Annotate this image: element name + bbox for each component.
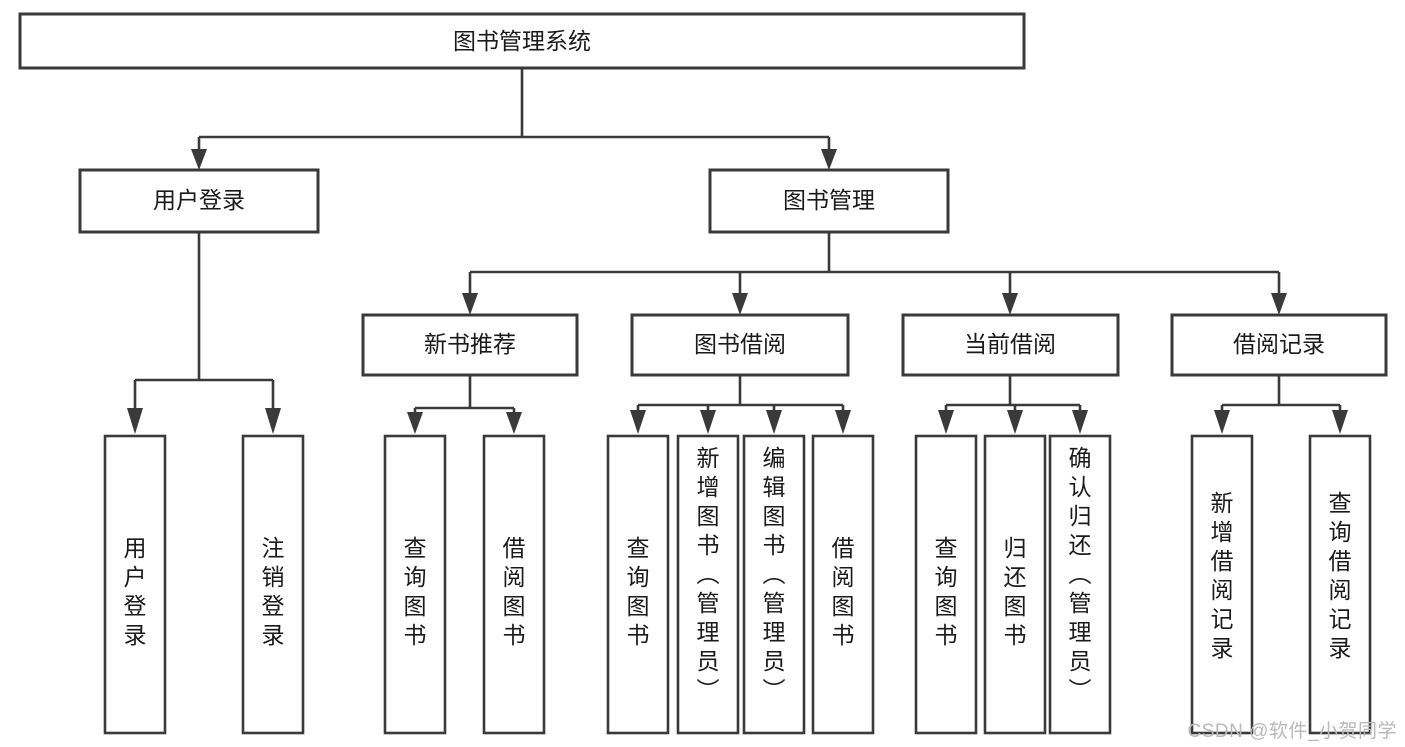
borrow-record-label: 借阅记录 [1233, 331, 1325, 357]
arrow-to-book-borrow [732, 293, 748, 315]
leaf-box-borrow-book[interactable] [811, 434, 875, 735]
arrow-to-leaf-query-book-2 [630, 410, 646, 434]
new-book-recommend-box[interactable] [361, 313, 579, 377]
leaf-box-confirm-return[interactable] [1048, 434, 1112, 735]
leaf-node-user-login[interactable]: 用户登录 [103, 434, 167, 735]
arrow-to-leaf-confirm-return [1072, 410, 1088, 434]
current-borrow-box[interactable] [901, 313, 1120, 377]
current-borrow-label: 当前借阅 [964, 331, 1056, 357]
leaf-node-edit-book[interactable]: 编辑图书︵管理员︶ [742, 434, 806, 735]
user-login-label: 用户登录 [153, 187, 245, 213]
new-book-recommend-label: 新书推荐 [424, 331, 516, 357]
leaf-box-query-borrow-record[interactable] [1308, 434, 1372, 735]
node-current-borrow[interactable]: 当前借阅 [901, 313, 1120, 377]
arrow-to-leaf-add-record [1214, 410, 1230, 434]
root-box[interactable] [18, 12, 1026, 70]
book-management-label: 图书管理 [783, 187, 875, 213]
arrow-to-book-management [821, 149, 837, 170]
arrow-to-user-login [191, 149, 207, 170]
leaf-box-add-borrow-record[interactable] [1190, 434, 1254, 735]
leaf-node-query-book-current[interactable]: 查询图书 [914, 434, 978, 735]
leaf-box-query-book-recommend[interactable] [383, 434, 447, 735]
node-root-system[interactable]: 图书管理系统 [18, 12, 1026, 70]
leaf-node-logout[interactable]: 注销登录 [241, 434, 305, 735]
leaf-box-return-book[interactable] [983, 434, 1047, 735]
root-label: 图书管理系统 [453, 28, 591, 54]
leaf-node-query-book-recommend[interactable]: 查询图书 [383, 434, 447, 735]
arrow-to-leaf-edit-book [766, 410, 782, 434]
leaf-node-add-book[interactable]: 新增图书︵管理员︶ [676, 434, 740, 735]
leaf-label-borrow-book: 借阅图书 [832, 535, 855, 648]
arrow-to-new-book-recommend [462, 293, 478, 315]
borrow-record-box[interactable] [1170, 313, 1388, 377]
arrow-to-leaf-query-book-1 [407, 412, 423, 434]
leaf-node-add-borrow-record[interactable]: 新增借阅记录 [1190, 434, 1254, 735]
leaf-box-borrow-book-recommend[interactable] [482, 434, 546, 735]
leaf-label-edit-book: 编辑图书︵管理员︶ [763, 445, 786, 703]
arrow-to-leaf-query-record [1332, 410, 1348, 434]
leaf-box-logout[interactable] [241, 434, 305, 735]
arrow-to-leaf-return-book [1007, 410, 1023, 434]
arrow-to-leaf-query-book-3 [938, 410, 954, 434]
leaf-label-logout: 注销登录 [262, 535, 285, 648]
leaf-label-add-borrow-record: 新增借阅记录 [1211, 490, 1234, 661]
leaf-node-query-book-borrow[interactable]: 查询图书 [606, 434, 670, 735]
node-user-login[interactable]: 用户登录 [78, 168, 320, 234]
book-borrow-label: 图书借阅 [694, 331, 786, 357]
leaf-box-add-book[interactable] [676, 434, 740, 735]
leaf-label-query-book-borrow: 查询图书 [627, 535, 650, 648]
leaf-label-add-book: 新增图书︵管理员︶ [697, 445, 720, 703]
node-borrow-record[interactable]: 借阅记录 [1170, 313, 1388, 377]
leaf-label-query-book-current: 查询图书 [935, 535, 958, 648]
connector-layer [127, 68, 1348, 434]
arrow-to-leaf-borrow-book-1 [506, 412, 522, 434]
csdn-watermark: CSDN @软件_小贺同学 [1187, 721, 1397, 742]
leaf-label-query-borrow-record: 查询借阅记录 [1329, 490, 1352, 661]
leaf-node-confirm-return[interactable]: 确认归还︵管理员︶ [1048, 434, 1112, 735]
leaf-label-confirm-return: 确认归还︵管理员︶ [1069, 445, 1092, 703]
leaf-box-query-book-current[interactable] [914, 434, 978, 735]
node-book-management[interactable]: 图书管理 [708, 168, 950, 234]
arrow-to-leaf-borrow-book-2 [835, 410, 851, 434]
leaf-box-user-login[interactable] [103, 434, 167, 735]
leaf-label-user-login: 用户登录 [124, 535, 147, 648]
node-book-borrow[interactable]: 图书借阅 [630, 313, 850, 377]
arrow-to-borrow-record [1271, 293, 1287, 315]
leaf-label-query-book-recommend: 查询图书 [404, 535, 427, 648]
arrow-to-leaf-user-login [127, 408, 143, 434]
leaf-node-borrow-book[interactable]: 借阅图书 [811, 434, 875, 735]
leaf-box-edit-book[interactable] [742, 434, 806, 735]
book-borrow-box[interactable] [630, 313, 850, 377]
user-login-box[interactable] [78, 168, 320, 234]
arrow-to-leaf-add-book [700, 410, 716, 434]
arrow-to-current-borrow [1002, 293, 1018, 315]
leaf-node-return-book[interactable]: 归还图书 [983, 434, 1047, 735]
arrow-to-leaf-logout [265, 408, 281, 434]
node-new-book-recommend[interactable]: 新书推荐 [361, 313, 579, 377]
leaf-label-return-book: 归还图书 [1004, 535, 1027, 648]
leaf-node-query-borrow-record[interactable]: 查询借阅记录 [1308, 434, 1372, 735]
book-management-box[interactable] [708, 168, 950, 234]
leaf-box-query-book-borrow[interactable] [606, 434, 670, 735]
leaf-node-borrow-book-recommend[interactable]: 借阅图书 [482, 434, 546, 735]
leaf-label-borrow-book-recommend: 借阅图书 [503, 535, 526, 648]
